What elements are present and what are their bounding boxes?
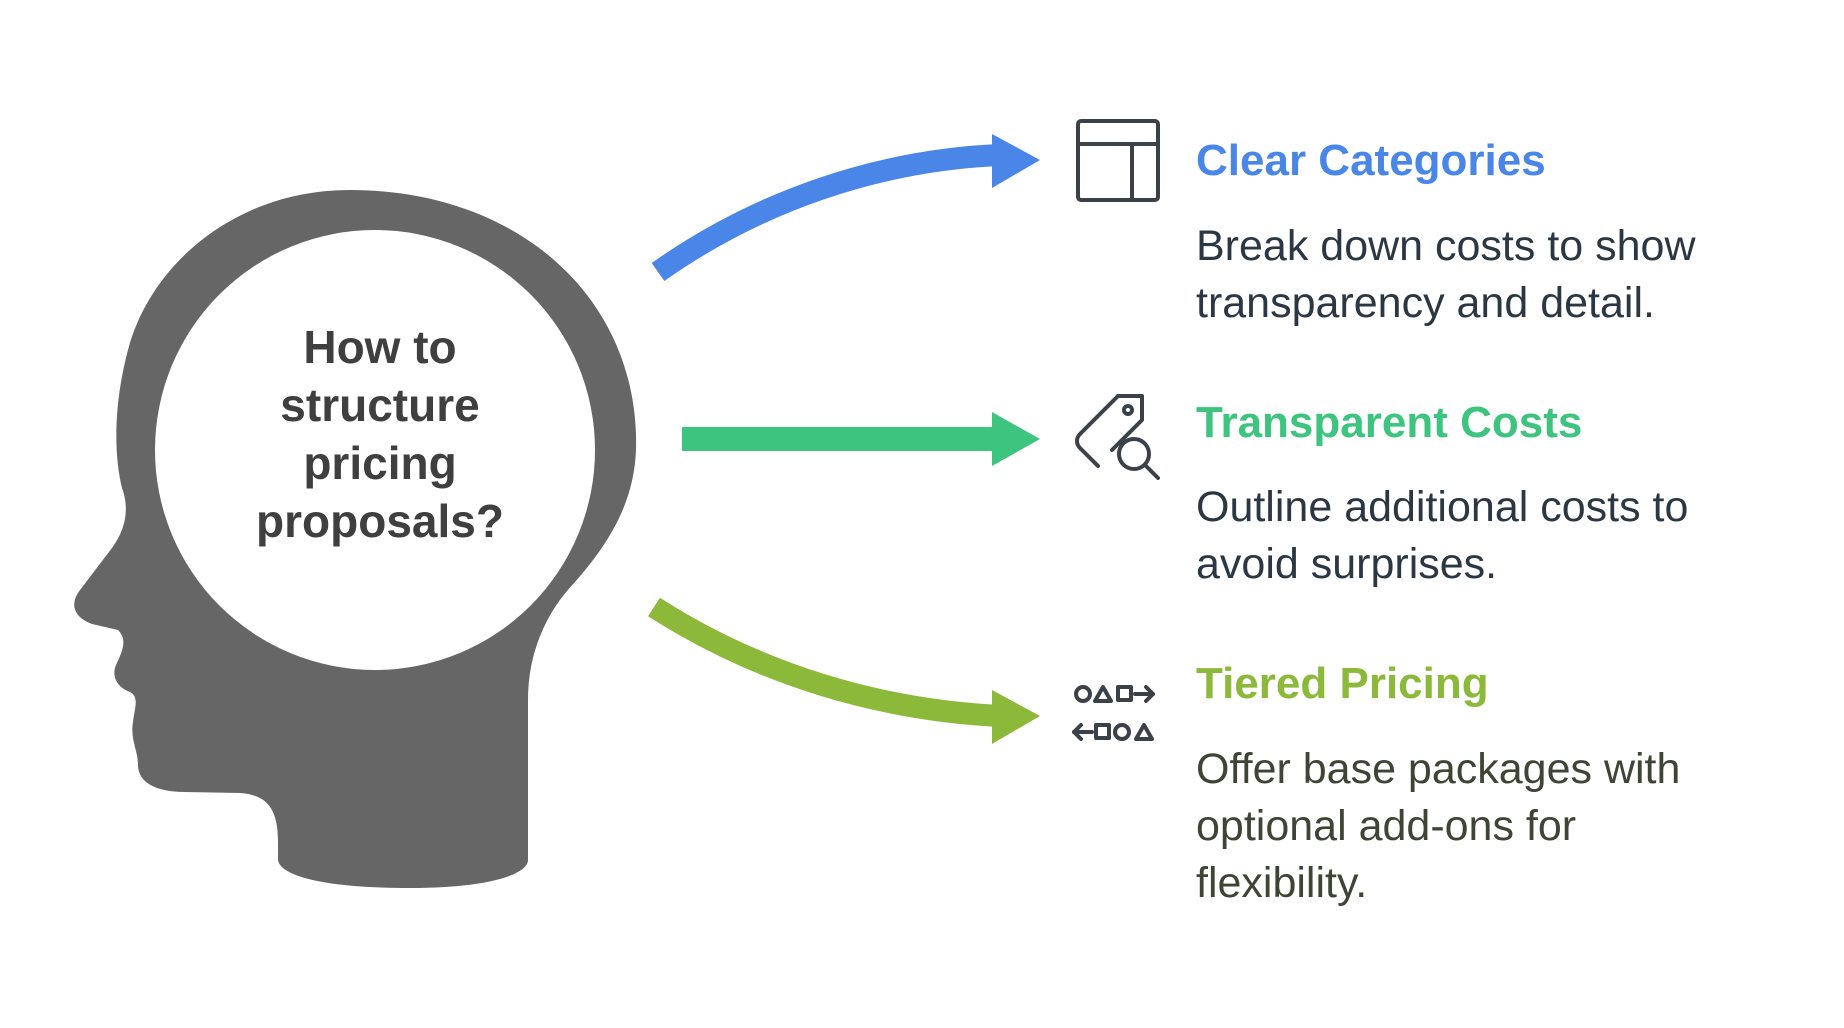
title-tiered-pricing: Tiered Pricing	[1196, 659, 1489, 708]
description-transparent-costs: Outline additional costs to avoid surpri…	[1196, 483, 1689, 588]
title-transparent-costs: Transparent Costs	[1196, 398, 1583, 447]
shapes-sequence-icon	[1072, 685, 1155, 741]
arrow-tiered-pricing	[648, 597, 1001, 727]
arrowhead-transparent-costs	[992, 412, 1040, 466]
thought-circle	[155, 230, 595, 670]
description-tiered-pricing: Offer base packages with optional add-on…	[1196, 745, 1681, 907]
title-clear-categories: Clear Categories	[1196, 136, 1546, 185]
arrowhead-tiered-pricing	[992, 690, 1040, 744]
layout-table-icon	[1076, 119, 1160, 202]
price-tag-search-icon	[1075, 394, 1160, 480]
description-clear-categories: Break down costs to show transparency an…	[1196, 222, 1696, 327]
arrow-clear-categories	[651, 144, 1001, 281]
central-question: How to structure pricing proposals?	[256, 321, 504, 547]
arrowhead-clear-categories	[992, 134, 1040, 188]
arrow-transparent-costs	[682, 427, 1000, 451]
